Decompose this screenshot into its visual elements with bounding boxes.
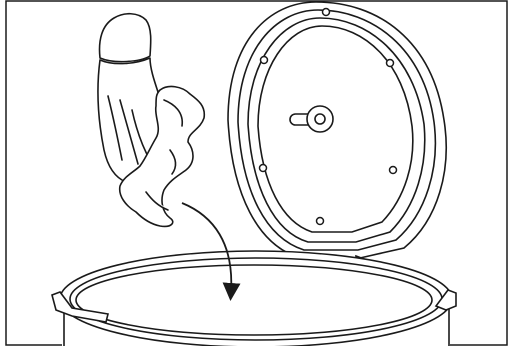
lid-bolt-icon [387,60,394,67]
lid-bolt-icon [323,9,330,16]
lid-bolt-icon [317,218,324,225]
lid-bolt-icon [390,167,397,174]
lid-bolt-icon [260,165,267,172]
inner-pot [52,251,456,346]
open-lid [228,2,446,274]
lid-bolt-icon [261,57,268,64]
